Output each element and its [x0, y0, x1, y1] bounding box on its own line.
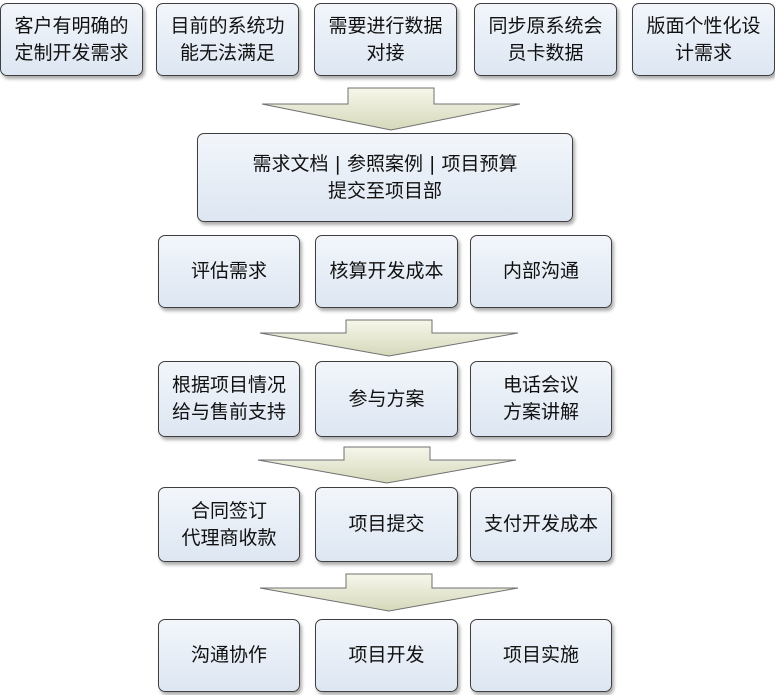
step-collaboration: 沟通协作 — [158, 619, 300, 692]
down-arrow-3 — [257, 446, 517, 484]
requirement-box-data-integration: 需要进行数据 对接 — [314, 3, 457, 76]
step-project-implementation: 项目实施 — [470, 619, 612, 692]
step-contract-payment: 合同签订 代理商收款 — [158, 487, 300, 562]
step-join-proposal: 参与方案 — [315, 361, 458, 437]
step-evaluate-requirements: 评估需求 — [158, 235, 300, 308]
step-internal-communication: 内部沟通 — [470, 235, 612, 308]
down-arrow-1 — [261, 87, 521, 131]
submission-box: 需求文档 | 参照案例 | 项目预算 提交至项目部 — [197, 133, 573, 222]
step-pay-dev-cost: 支付开发成本 — [470, 487, 612, 562]
down-arrow-4 — [259, 573, 519, 612]
requirement-box-custom-dev: 客户有明确的 定制开发需求 — [0, 3, 143, 76]
requirement-box-layout-design: 版面个性化设 计需求 — [632, 3, 775, 76]
step-project-development: 项目开发 — [315, 619, 458, 692]
step-project-submission: 项目提交 — [315, 487, 458, 562]
step-calculate-dev-cost: 核算开发成本 — [315, 235, 458, 308]
step-presales-support: 根据项目情况 给与售前支持 — [158, 361, 300, 437]
down-arrow-2 — [259, 319, 519, 357]
requirement-box-system-insufficient: 目前的系统功 能无法满足 — [156, 3, 299, 76]
step-conference-call: 电话会议 方案讲解 — [470, 361, 612, 437]
requirement-box-member-card-sync: 同步原系统会 员卡数据 — [474, 3, 617, 76]
